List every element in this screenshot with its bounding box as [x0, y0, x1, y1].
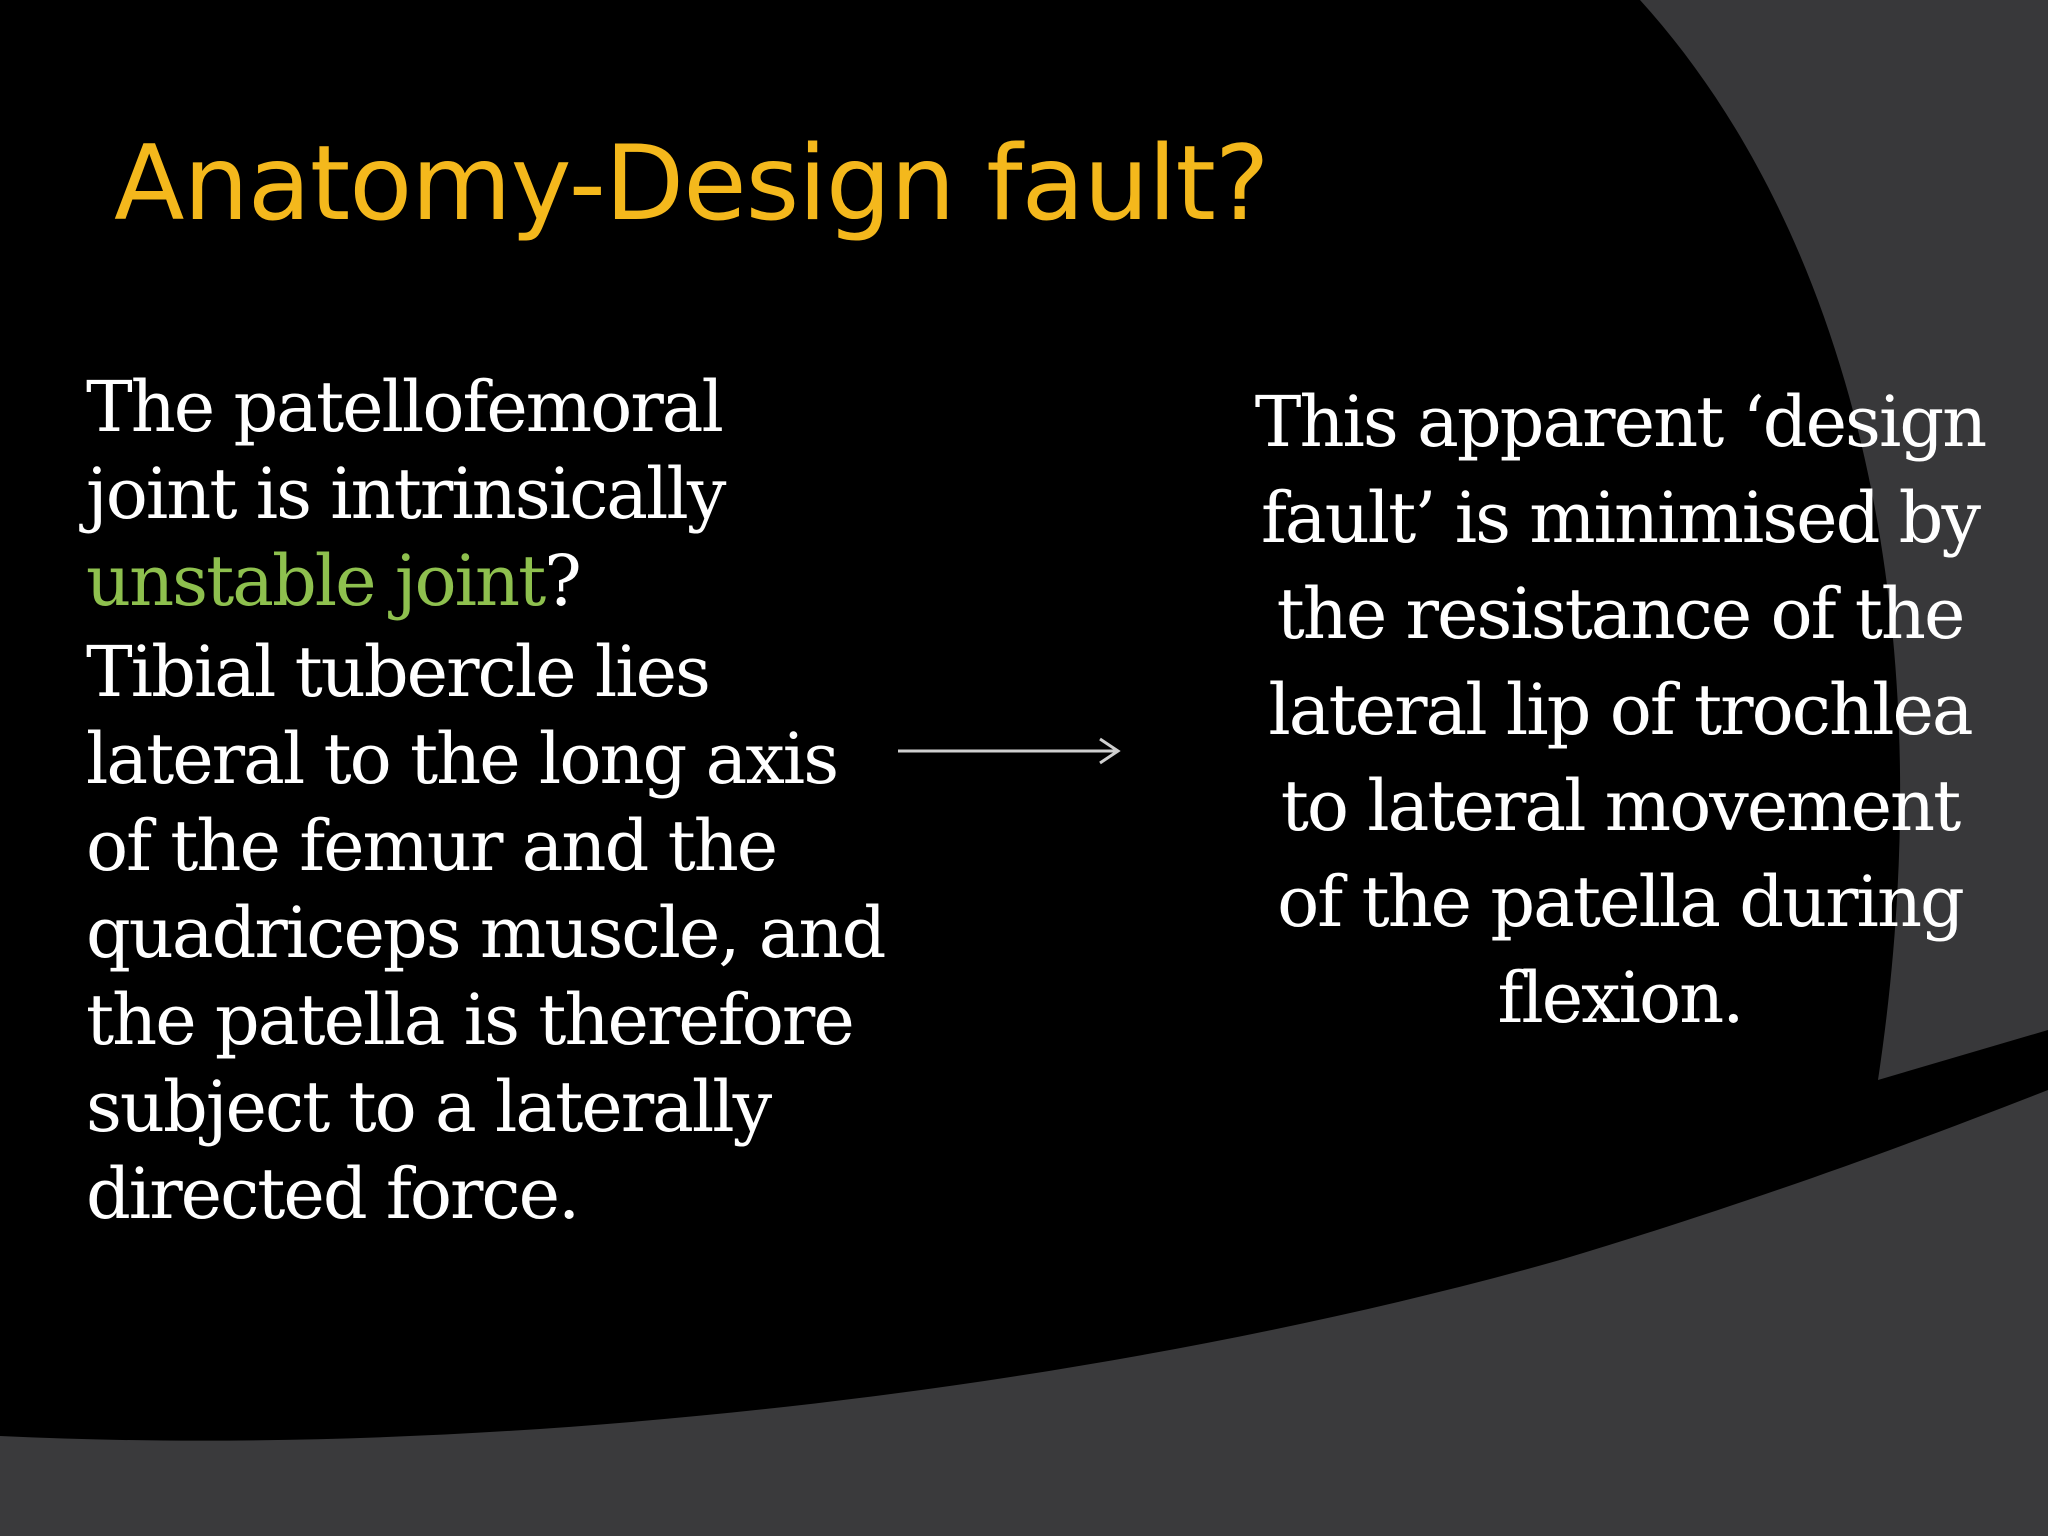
bottom-swoosh: [0, 1090, 2048, 1536]
left-text-column: The patellofemoral joint is intrinsicall…: [86, 364, 886, 1238]
right-arrow-icon: [898, 737, 1121, 765]
slide-title: Anatomy-Design fault?: [114, 124, 1270, 244]
right-text-column: This apparent ‘design fault’ is minimise…: [1254, 381, 1987, 1039]
left-paragraph-2: Tibial tubercle lies lateral to the long…: [86, 631, 886, 1235]
left-paragraph-1: The patellofemoral joint is intrinsicall…: [86, 364, 886, 625]
paragraph-1-end: ?: [544, 540, 582, 622]
top-right-swoosh: [1640, 0, 2048, 1080]
paragraph-1-text: The patellofemoral joint is intrinsicall…: [86, 366, 726, 535]
highlighted-term: unstable joint: [86, 540, 546, 622]
